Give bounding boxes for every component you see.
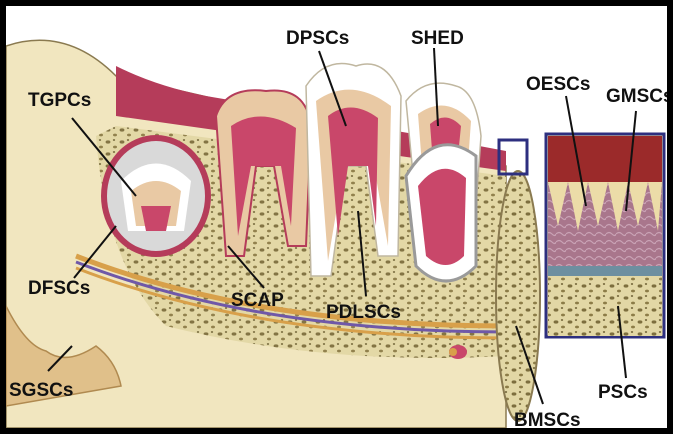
primary-tooth	[406, 83, 481, 281]
label-oescs: OESCs	[526, 74, 590, 95]
label-dpscs: DPSCs	[286, 28, 349, 49]
label-shed: SHED	[411, 28, 464, 49]
label-sgscs: SGSCs	[9, 380, 73, 401]
label-pscs: PSCs	[598, 382, 648, 403]
label-bmscs: BMSCs	[514, 410, 581, 428]
diagram-canvas: TGPCs DPSCs SHED OESCs GMSCs DFSCs SCAP …	[6, 6, 667, 428]
label-tgpcs: TGPCs	[28, 90, 91, 111]
developing-tooth	[104, 138, 208, 254]
dental-stem-cell-diagram: TGPCs DPSCs SHED OESCs GMSCs DFSCs SCAP …	[6, 6, 667, 428]
label-pdlscs: PDLSCs	[326, 302, 401, 323]
tissue-inset	[546, 134, 664, 337]
label-scap: SCAP	[231, 290, 284, 311]
vessel-crosssection	[449, 345, 467, 359]
label-gmscs: GMSCs	[606, 86, 667, 107]
label-dfscs: DFSCs	[28, 278, 90, 299]
